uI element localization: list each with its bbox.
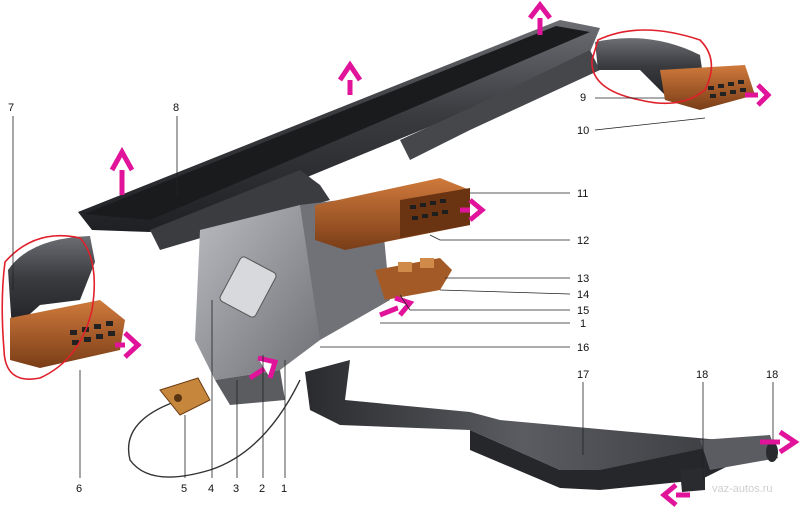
callout-7: 7 [8,102,14,114]
callout-labels: 7 8 9 10 11 12 13 14 15 1 16 17 18 18 6 … [8,92,778,495]
control-levers [375,258,452,300]
left-side-duct [8,236,95,330]
callout-1-right: 1 [580,318,586,330]
callout-14: 14 [577,289,589,301]
callout-16: 16 [577,342,589,354]
callout-18-a: 18 [696,369,708,381]
callout-12: 12 [577,235,589,247]
callout-18-b: 18 [766,369,778,381]
center-vents [315,178,470,250]
airflow-arrows [109,0,800,507]
callout-1-bottom: 1 [281,483,287,495]
windshield-defroster-duct [78,20,600,250]
callout-13: 13 [577,273,589,285]
watermark: vaz-autos.ru [712,483,773,495]
highlight-circles [1,29,713,380]
flap-cable [128,377,301,478]
callout-5: 5 [181,483,187,495]
callout-4: 4 [208,483,214,495]
right-side-vent [660,65,755,110]
callout-11: 11 [577,188,588,200]
callout-6: 6 [76,483,82,495]
floor-duct [305,360,778,492]
leader-lines [12,97,774,480]
callout-2: 2 [259,483,265,495]
callout-17: 17 [577,369,589,381]
callout-3: 3 [233,483,239,495]
callout-15: 15 [577,305,589,317]
callout-9: 9 [580,92,586,104]
callout-10: 10 [577,125,589,137]
callout-8: 8 [173,102,179,114]
